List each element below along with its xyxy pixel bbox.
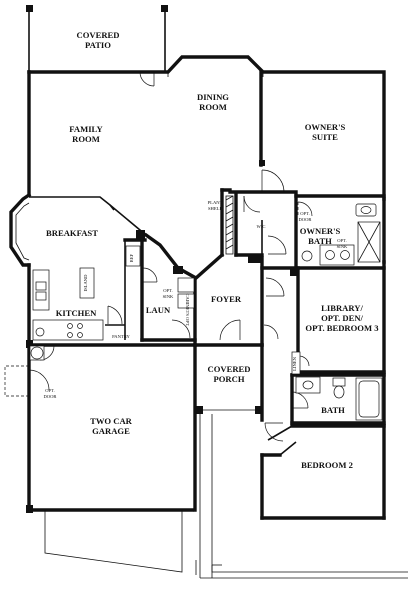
breakfast-label: BREAKFAST — [46, 228, 98, 238]
two-car-garage-label: TWO CAR — [90, 416, 133, 426]
family-room-label: FAMILY — [69, 124, 103, 134]
dining-room-label-2: ROOM — [199, 102, 227, 112]
opt-sink-label-2: SINK — [337, 244, 348, 249]
covered-patio-label-2: PATIO — [85, 40, 111, 50]
covered-porch-label-2: PORCH — [213, 374, 244, 384]
linen-label: LINEN — [292, 356, 297, 370]
laun-label: LAUN — [146, 305, 171, 315]
plant-shelf-label-2: SHELF — [208, 206, 222, 211]
doors — [4, 169, 313, 442]
bath-label: BATH — [321, 405, 345, 415]
covered-patio-outline — [26, 5, 168, 72]
posts — [26, 160, 298, 513]
foyer-label: FOYER — [211, 294, 242, 304]
pantry-label: PANTRY — [112, 334, 130, 339]
covered-porch-label: COVERED — [208, 364, 251, 374]
bedroom-2-label: BEDROOM 2 — [301, 460, 353, 470]
owners-suite-label: OWNER'S — [305, 122, 346, 132]
exterior-walls — [9, 55, 386, 512]
wic-label: WIC — [257, 224, 266, 229]
water-heater-circle — [30, 346, 44, 360]
exterior-lines — [44, 414, 408, 579]
ref-label: REF — [129, 253, 134, 262]
owners-suite-label-2: SUITE — [312, 132, 338, 142]
opt-door-bath-label: OPT. — [300, 211, 310, 216]
library-label-2: OPT. DEN/ — [321, 313, 363, 323]
kitchen-label: KITCHEN — [56, 308, 97, 318]
opt-door-garage-label-2: DOOR — [43, 394, 57, 399]
dining-bay — [139, 71, 264, 87]
island-label: ISLAND — [83, 274, 88, 292]
cabinets-opt-label: CABINETS OPT. — [185, 293, 190, 326]
opt-sink-laun-label-2: SINK — [163, 294, 174, 299]
owners-bath-label-2: BATH — [308, 236, 332, 246]
plant-shelf-hatch — [225, 195, 234, 255]
right-wing-walls — [260, 260, 386, 520]
opt-door-garage-label: OPT. — [45, 388, 55, 393]
covered-porch-walls — [193, 343, 264, 414]
opt-sink-laun-label: OPT. — [163, 288, 173, 293]
library-label: LIBRARY/ — [321, 303, 363, 313]
plant-shelf-label: PLANT — [208, 200, 223, 205]
dining-room-label: DINING — [197, 92, 229, 102]
covered-patio-label: COVERED — [77, 30, 120, 40]
opt-door-bath-label-2: DOOR — [298, 217, 312, 222]
opt-sink-label: OPT. — [337, 238, 347, 243]
family-room-label-2: ROOM — [72, 134, 100, 144]
owners-bath-label: OWNER'S — [300, 226, 341, 236]
two-car-garage-label-2: GARAGE — [92, 426, 130, 436]
small-labels: PLANT SHELF WIC OPT. DOOR OPT. SINK REF … — [33, 200, 348, 399]
library-label-3: OPT. BEDROOM 3 — [305, 323, 378, 333]
room-labels: COVERED PATIO DINING ROOM FAMILY ROOM OW… — [46, 30, 379, 470]
